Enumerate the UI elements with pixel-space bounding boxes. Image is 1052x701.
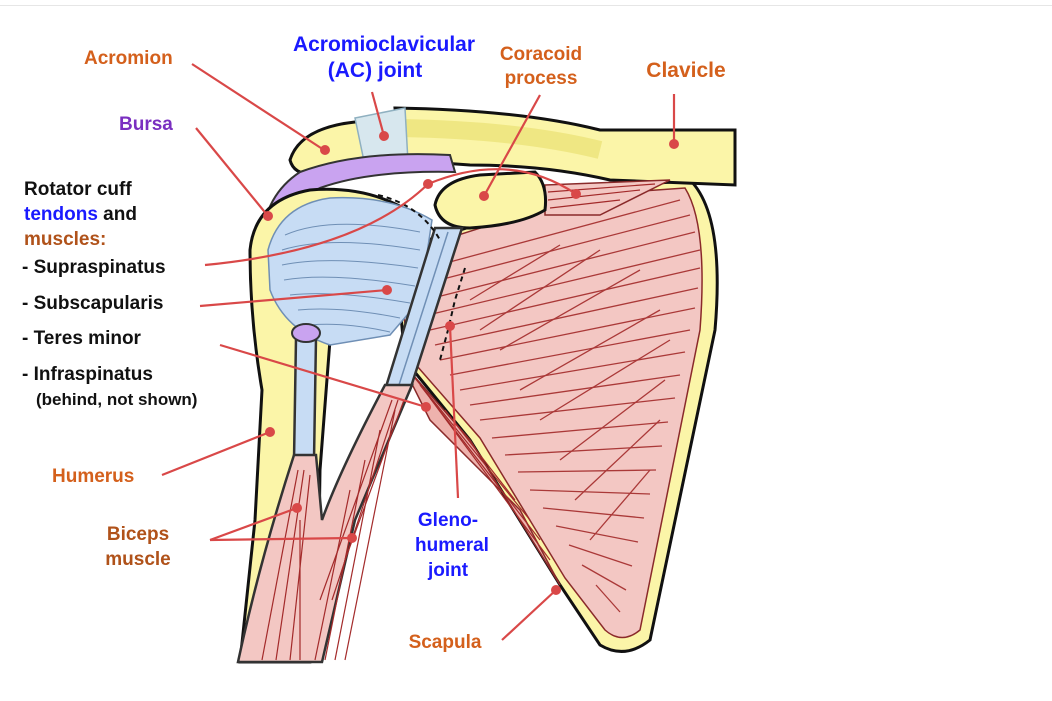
label-glenohumeral-line1: Gleno- [418,510,478,531]
label-supraspinatus: - Supraspinatus [22,257,166,278]
coracoid-process-bone [433,170,547,230]
label-infraspinatus: - Infraspinatus [22,364,153,385]
label-and: and [98,204,137,225]
label-coracoid-line1: Coracoid [500,44,582,65]
subscapularis-fibers [419,199,701,613]
label-subscapularis: - Subscapularis [22,293,164,314]
label-ac-joint-line1: Acromioclavicular [293,33,475,56]
label-humerus: Humerus [52,466,134,487]
label-biceps-line1: Biceps [107,524,169,545]
label-rotator-cuff-line3: muscles: [24,229,106,250]
label-rotator-cuff-line1: Rotator cuff [24,179,132,200]
leader-lines [161,63,676,641]
biceps-muscle [236,383,414,664]
label-teres-minor: - Teres minor [22,328,142,349]
leader-dots [263,131,679,595]
label-biceps-line2: muscle [105,549,170,570]
label-clavicle: Clavicle [646,59,725,82]
label-infraspinatus-note: (behind, not shown) [36,390,197,409]
label-scapula: Scapula [409,632,482,653]
top-divider [0,5,1052,6]
label-ac-joint-line2: (AC) joint [328,59,422,82]
label-glenohumeral-line3: joint [427,560,469,581]
label-tendons: tendons [24,204,98,225]
label-acromion: Acromion [84,48,173,69]
label-bursa: Bursa [119,114,173,135]
glenohumeral-joint-outline [439,267,466,361]
label-rotator-cuff-line2: tendons and [24,204,137,225]
label-coracoid-line2: process [505,68,578,89]
label-glenohumeral-line2: humeral [415,535,489,556]
rotator-cuff-tendon [267,196,433,346]
biceps-long-head-tendon [292,336,318,462]
